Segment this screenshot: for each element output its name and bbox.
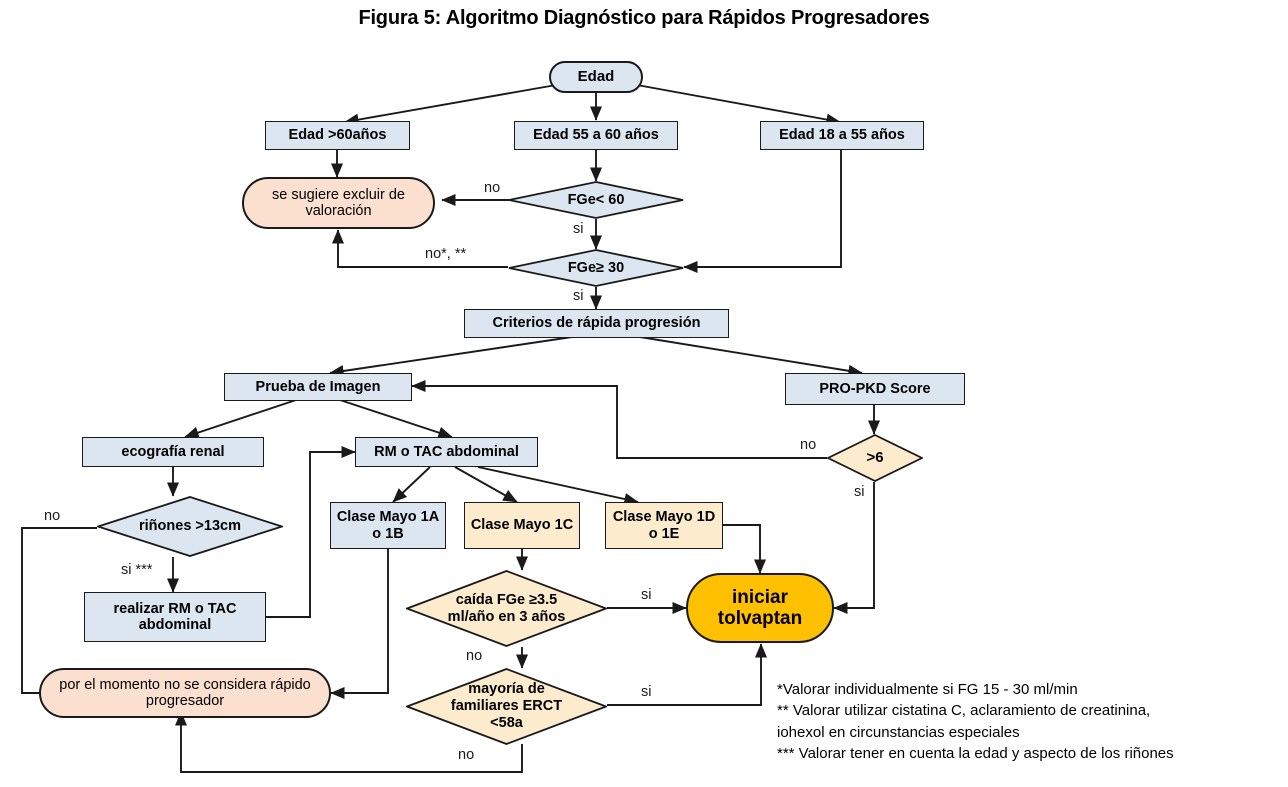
- node-excluir-valoracion[interactable]: se sugiere excluir de valoración: [242, 177, 435, 229]
- node-clase-mayo-1c[interactable]: Clase Mayo 1C: [464, 502, 580, 549]
- node-edad-18-55[interactable]: Edad 18 a 55 años: [760, 121, 924, 150]
- edge-label-si-rinones: si ***: [121, 562, 153, 578]
- node-criterios-rapida-progresion[interactable]: Criterios de rápida progresión: [464, 309, 729, 338]
- figure-title: Figura 5: Algoritmo Diagnóstico para Ráp…: [358, 7, 930, 29]
- node-clase-mayo-1a-1b[interactable]: Clase Mayo 1A o 1B: [330, 502, 446, 549]
- edge-label-si-score6: si: [854, 484, 865, 500]
- node-score-mayor-6[interactable]: >6: [827, 434, 923, 482]
- node-caida-fge[interactable]: caída FGe ≥3.5 ml/año en 3 años: [406, 570, 607, 647]
- edge-label-no-fge30: no*, **: [425, 246, 467, 262]
- node-mayoria-familiares[interactable]: mayoría de familiares ERCT <58a: [406, 668, 607, 745]
- node-no-rapido-progresador[interactable]: por el momento no se considera rápido pr…: [39, 668, 331, 718]
- node-prueba-de-imagen[interactable]: Prueba de Imagen: [224, 373, 412, 401]
- edge-label-no-score6: no: [800, 437, 817, 453]
- edge-label-si-caida: si: [641, 587, 652, 603]
- edge-label-no-caida: no: [466, 648, 483, 664]
- node-clase-mayo-1d-1e[interactable]: Clase Mayo 1D o 1E: [605, 502, 723, 549]
- node-rinones-13cm[interactable]: riñones >13cm: [97, 496, 283, 557]
- node-rm-o-tac-abdominal[interactable]: RM o TAC abdominal: [355, 437, 538, 467]
- edge-label-no-fge60: no: [484, 180, 501, 196]
- edge-label-no-rinones: no: [44, 508, 61, 524]
- edge-label-no-mayoria: no: [458, 747, 475, 763]
- node-fge-menor-60[interactable]: FGe< 60: [508, 181, 684, 219]
- footnotes: *Valorar individualmente si FG 15 - 30 m…: [777, 681, 1174, 762]
- edge-label-si-fge60: si: [573, 221, 584, 237]
- node-pro-pkd-score[interactable]: PRO-PKD Score: [785, 373, 965, 405]
- edge-label-si-fge30: si: [573, 288, 584, 304]
- node-fge-mayor-30[interactable]: FGe≥ 30: [508, 249, 684, 287]
- node-edad[interactable]: Edad: [549, 61, 643, 93]
- node-edad-mayor-60[interactable]: Edad >60años: [265, 121, 410, 150]
- edge-label-si-mayoria: si: [641, 684, 652, 700]
- node-iniciar-tolvaptan[interactable]: iniciar tolvaptan: [686, 573, 834, 643]
- node-edad-55-60[interactable]: Edad 55 a 60 años: [514, 121, 678, 150]
- node-ecografia-renal[interactable]: ecografía renal: [82, 437, 264, 467]
- node-realizar-rm-o-tac-abdominal[interactable]: realizar RM o TAC abdominal: [84, 592, 266, 642]
